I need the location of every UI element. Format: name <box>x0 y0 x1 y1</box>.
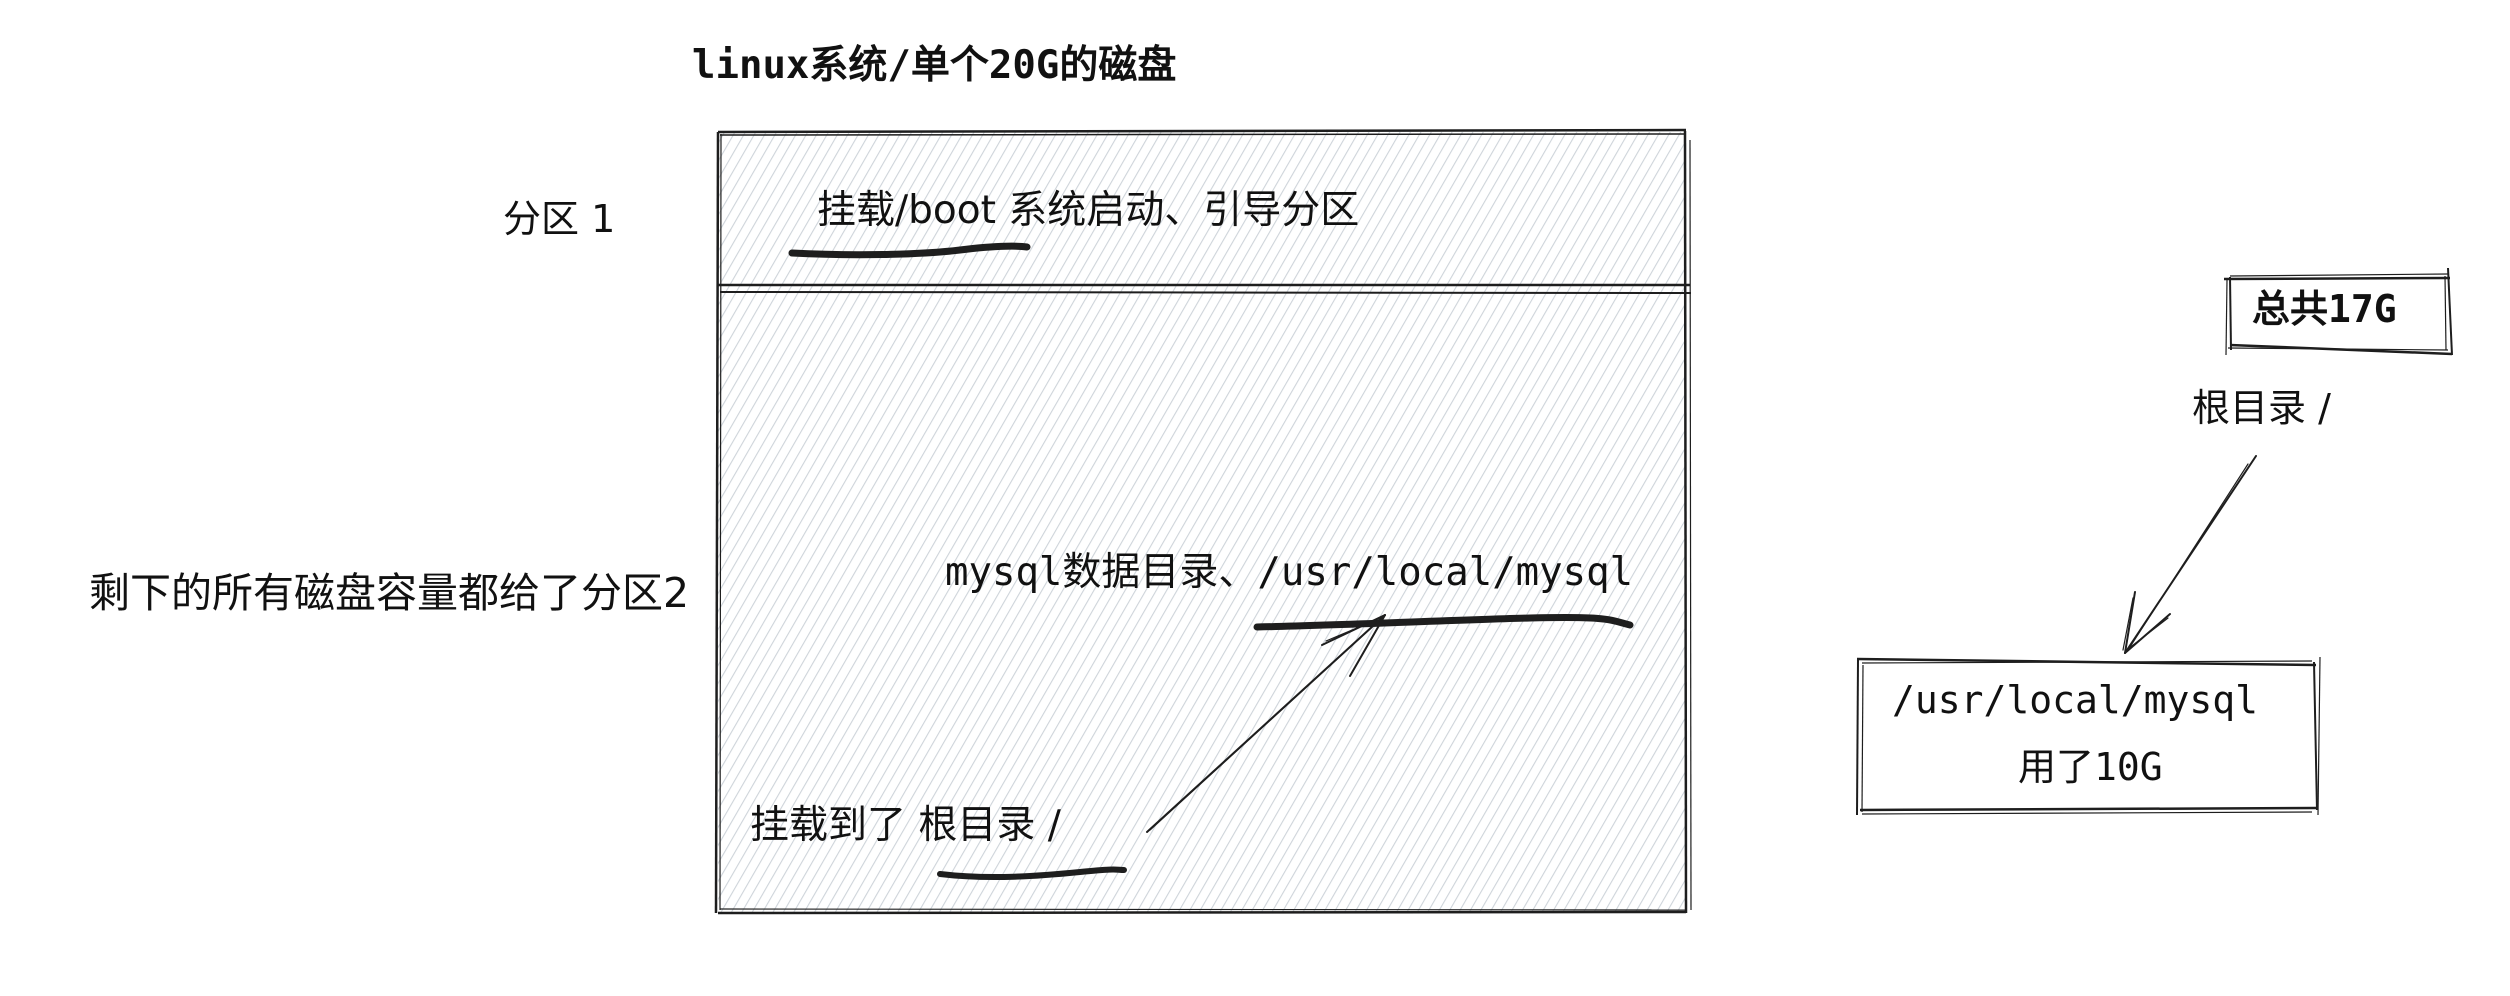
disk-rectangle <box>714 128 1692 915</box>
usage-size-text: 用了10G <box>2018 745 2163 789</box>
boot-underline <box>788 242 1031 259</box>
mysql-data-dir-text: mysql数据目录、/usr/local/mysql <box>945 550 1634 595</box>
usage-path-text: /usr/local/mysql <box>1892 678 2259 722</box>
arrow-root-to-mysql-icon <box>1146 614 1386 833</box>
mysql-path-underline <box>1253 613 1634 631</box>
partition2-mount-text: 挂载到了 根目录 / <box>750 803 1061 848</box>
diagram-title: linux系统/单个20G的磁盘 <box>692 43 1177 88</box>
arrow-root-to-usage-icon <box>2122 455 2257 654</box>
total-badge-box <box>2223 267 2453 356</box>
usage-box <box>1856 656 2321 816</box>
root-dir-underline <box>937 866 1127 881</box>
root-dir-label: 根目录 / <box>2192 386 2331 430</box>
partition2-label: 剩下的所有磁盘容量都给了分区2 <box>89 569 690 617</box>
total-size-badge: 总共17G <box>2252 287 2397 331</box>
partition-divider <box>718 283 1692 294</box>
partition1-label: 分区 1 <box>503 197 616 241</box>
partition1-mount-text: 挂载/boot 系统启动、引导分区 <box>817 188 1360 233</box>
